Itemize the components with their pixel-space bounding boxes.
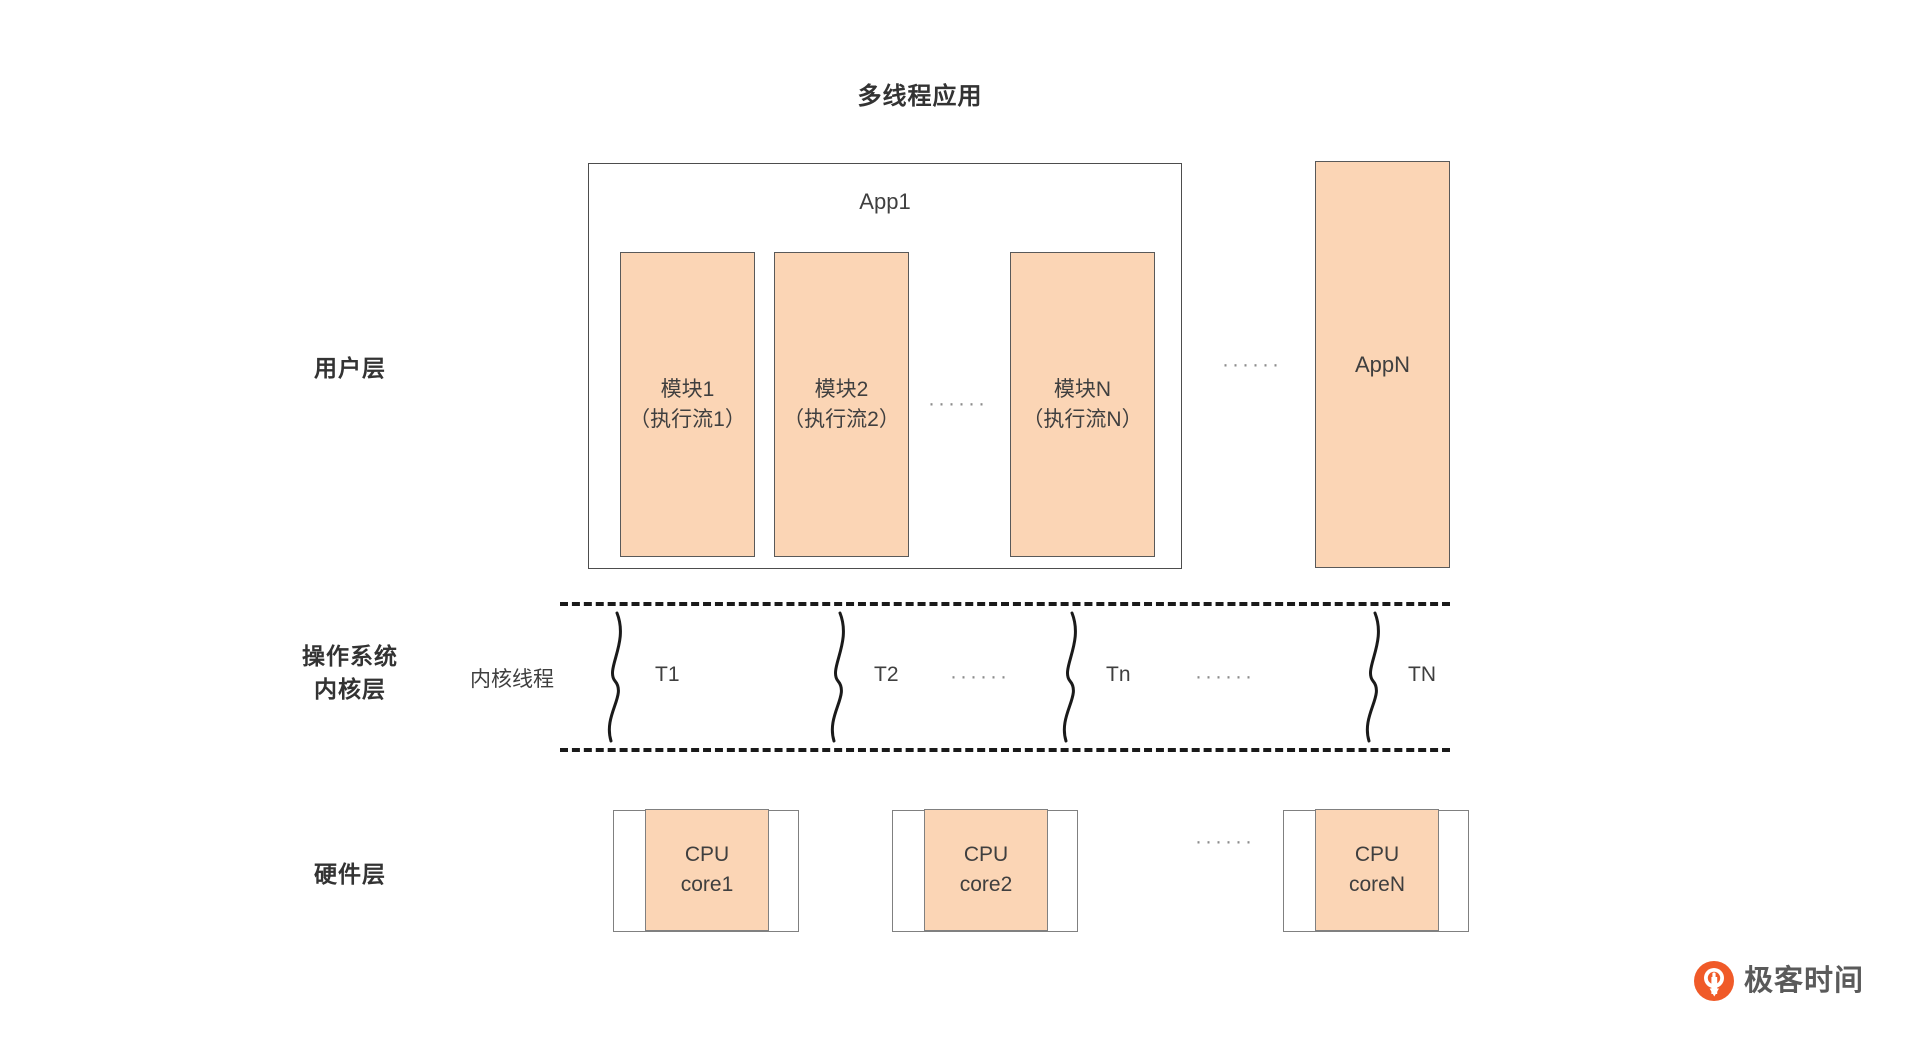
ellipsis-between-cpus: ······: [1195, 830, 1255, 853]
thread-label-tn: Tn: [1106, 663, 1131, 686]
layer-label-kernel: 操作系统 内核层: [230, 640, 470, 707]
ellipsis-between-tn-tN: ······: [1195, 665, 1255, 688]
kernel-thread-curve-icon-4: [1365, 611, 1380, 743]
module-box-2: 模块2 （执行流2）: [774, 252, 909, 557]
cpu-core-n: CPU coreN: [1315, 809, 1439, 932]
kernel-thread-label: 内核线程: [470, 668, 554, 691]
kernel-thread-curve-icon-2: [830, 611, 845, 743]
thread-label-tN: TN: [1408, 663, 1436, 686]
ellipsis-between-modules: ······: [928, 392, 988, 415]
cpu-package-2: CPU core2: [892, 809, 1078, 932]
cpu-core-n-line2: coreN: [1348, 873, 1406, 897]
watermark: 极客时间: [1693, 960, 1864, 1002]
layer-label-kernel-line2: 内核层: [314, 676, 386, 703]
layer-label-hardware: 硬件层: [314, 861, 386, 887]
cpu-core-n-line1: CPU: [1354, 842, 1400, 866]
kernel-boundary-top-divider: [560, 602, 1450, 606]
page-title: 多线程应用: [857, 83, 983, 110]
kernel-thread-curve-icon-3: [1062, 611, 1077, 743]
appn-box: AppN: [1315, 161, 1450, 568]
thread-label-t2: T2: [874, 663, 899, 686]
ellipsis-between-t2-tn: ······: [950, 665, 1010, 688]
module-2-flow: （执行流2）: [783, 407, 900, 431]
layer-label-user: 用户层: [314, 355, 386, 381]
module-1-flow: （执行流1）: [629, 407, 746, 431]
kernel-boundary-bottom-divider: [560, 748, 1450, 752]
appn-label: AppN: [1354, 351, 1411, 377]
cpu-core-2-line2: core2: [959, 873, 1013, 897]
cpu-core-1: CPU core1: [645, 809, 769, 932]
cpu-core-2-line1: CPU: [963, 842, 1009, 866]
thread-label-t1: T1: [655, 663, 680, 686]
module-box-1: 模块1 （执行流1）: [620, 252, 755, 557]
module-1-name: 模块1: [660, 377, 715, 401]
module-n-flow: （执行流N）: [1022, 407, 1143, 431]
layer-label-kernel-line1: 操作系统: [302, 643, 398, 669]
module-2-name: 模块2: [814, 377, 869, 401]
app1-label: App1: [859, 189, 911, 214]
cpu-core-2: CPU core2: [924, 809, 1048, 932]
cpu-package-1: CPU core1: [613, 809, 799, 932]
cpu-package-n: CPU coreN: [1283, 809, 1469, 932]
module-box-n: 模块N （执行流N）: [1010, 252, 1155, 557]
geekbang-logo-icon: [1694, 961, 1734, 1001]
module-n-name: 模块N: [1053, 377, 1112, 401]
ellipsis-between-apps: ······: [1222, 353, 1282, 376]
cpu-core-1-line2: core1: [680, 873, 734, 897]
kernel-thread-curve-icon-1: [607, 611, 622, 743]
cpu-core-1-line1: CPU: [684, 842, 730, 866]
watermark-text: 极客时间: [1744, 964, 1865, 997]
